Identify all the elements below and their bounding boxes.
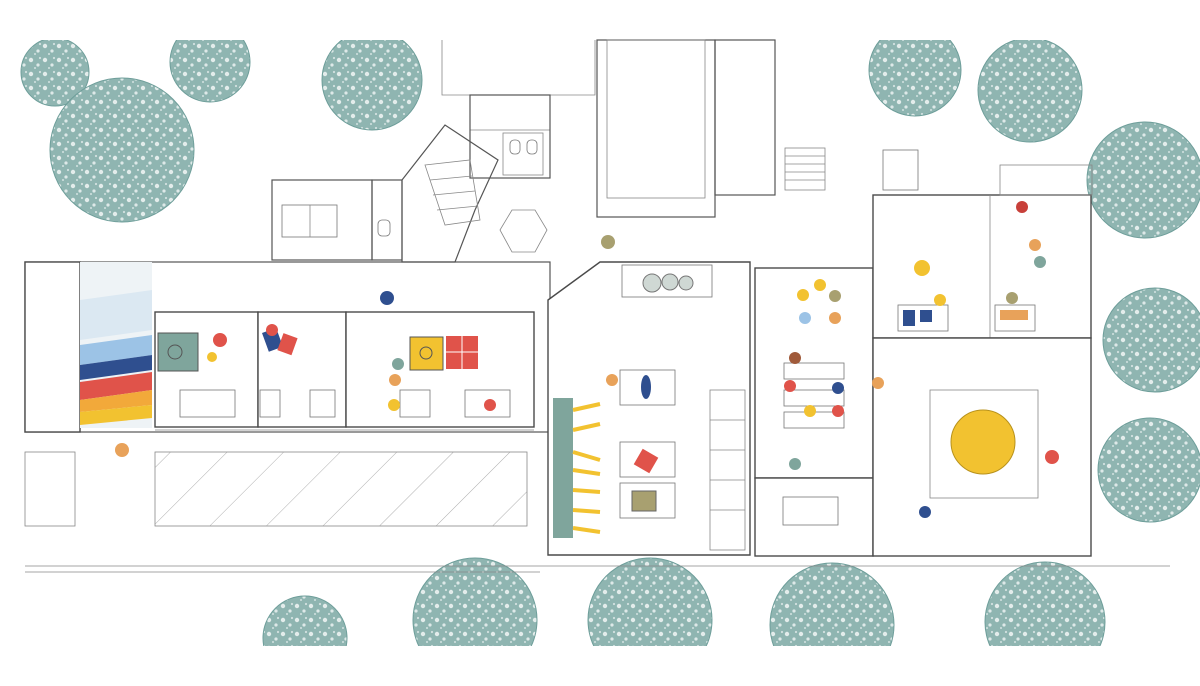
- east-wing: [754, 149, 1093, 557]
- toilet-icon: [509, 139, 521, 155]
- person-icon: [207, 352, 217, 362]
- person-icon: [799, 312, 811, 324]
- people: [115, 201, 1059, 518]
- light-installation: [80, 262, 152, 428]
- person-icon: [784, 380, 796, 392]
- stair-icon: [709, 389, 746, 551]
- table-icon: [309, 389, 336, 418]
- person-icon: [789, 458, 801, 470]
- tree-icon: [1102, 287, 1200, 393]
- person-icon: [1045, 450, 1059, 464]
- northwest-rooms: [271, 124, 548, 263]
- toilet-icon: [526, 139, 538, 155]
- tree-icon: [1097, 417, 1200, 523]
- person-icon: [1034, 256, 1046, 268]
- person-icon: [213, 333, 227, 347]
- person-icon: [1029, 239, 1041, 251]
- toilet-icon: [377, 219, 391, 237]
- stair-icon: [424, 159, 481, 226]
- table-icon: [179, 389, 236, 418]
- tree-icon: [321, 29, 423, 131]
- person-icon: [601, 235, 615, 249]
- person-icon: [797, 289, 809, 301]
- central-hall: [547, 261, 751, 556]
- table-icon: [782, 496, 839, 526]
- person-icon: [919, 506, 931, 518]
- person-icon: [814, 279, 826, 291]
- north-annex: [441, 39, 826, 218]
- person-icon: [832, 405, 844, 417]
- person-icon: [804, 405, 816, 417]
- west-wing-furniture: [157, 327, 511, 418]
- person-icon: [606, 374, 618, 386]
- table-icon: [783, 389, 845, 407]
- site-lines: [24, 451, 1170, 573]
- person-icon: [934, 294, 946, 306]
- person-icon: [914, 260, 930, 276]
- person-icon: [380, 291, 394, 305]
- table-icon: [259, 389, 281, 418]
- table-icon: [783, 362, 845, 380]
- person-icon: [832, 382, 844, 394]
- person-icon: [392, 358, 404, 370]
- tree-icon: [977, 37, 1083, 143]
- tree-icon: [49, 77, 195, 223]
- tree-icon: [1086, 121, 1200, 239]
- person-icon: [789, 352, 801, 364]
- person-icon: [389, 374, 401, 386]
- stair-icon: [784, 147, 826, 191]
- person-icon: [1016, 201, 1028, 213]
- person-icon: [829, 312, 841, 324]
- person-icon: [1006, 292, 1018, 304]
- person-icon: [115, 443, 129, 457]
- person-icon: [829, 290, 841, 302]
- person-icon: [872, 377, 884, 389]
- person-icon: [484, 399, 496, 411]
- person-icon: [266, 324, 278, 336]
- table-icon: [399, 389, 431, 418]
- person-icon: [388, 399, 400, 411]
